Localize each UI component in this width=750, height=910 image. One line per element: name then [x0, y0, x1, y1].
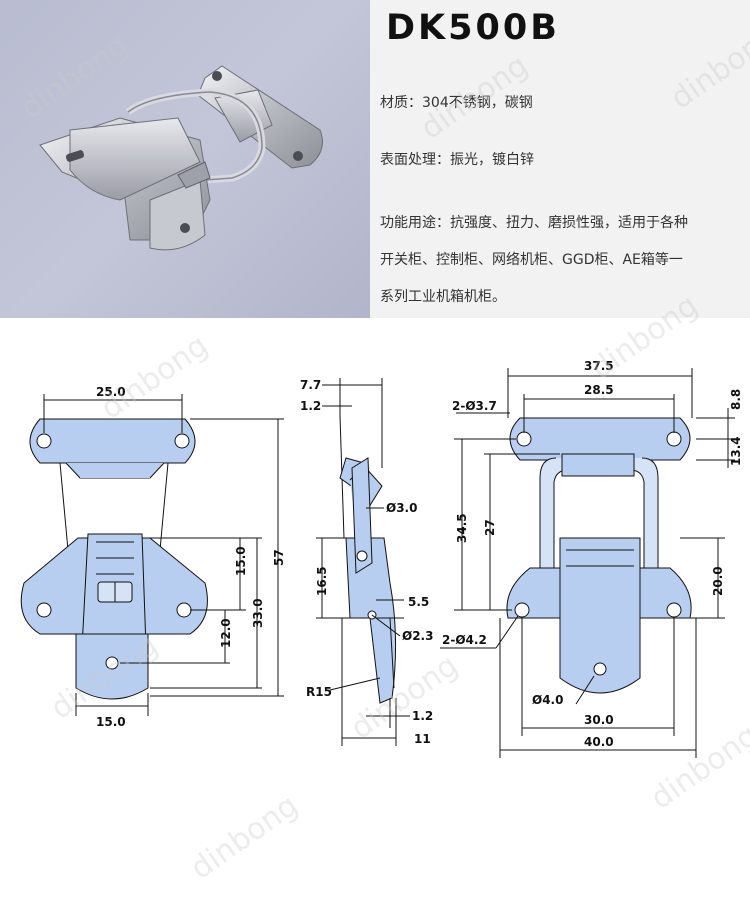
side-dim-radius: R15: [306, 685, 332, 699]
front-dim-bottom-width: 15.0: [96, 715, 126, 729]
side-dim-hole: Ø2.3: [402, 629, 433, 643]
front-dim-total-height: 57: [272, 549, 286, 566]
spec-usage-line1: 功能用途：抗强度、扭力、磨损性强，适用于各种: [380, 215, 688, 231]
side-view: [316, 378, 410, 746]
back-dim-span-345: 34.5: [455, 513, 469, 543]
back-view: [440, 368, 735, 758]
model-title: DK500B: [386, 8, 560, 48]
side-dim-thickness-bottom: 1.2: [412, 709, 433, 723]
back-dim-base-hole-dia: 2-Ø4.2: [442, 633, 487, 647]
spec-usage-line3: 系列工业机箱机柜。: [380, 289, 506, 305]
side-dim-height: 16.5: [315, 566, 329, 596]
back-dim-catch-width: 37.5: [584, 359, 614, 373]
product-photo: [0, 0, 370, 318]
side-dim-pin: Ø3.0: [386, 501, 417, 515]
spec-panel: DK500B 材质：304不锈钢，碳钢 表面处理：振光，镀白锌 功能用途：抗强度…: [370, 0, 750, 318]
side-dim-hole-offset: 5.5: [408, 595, 429, 609]
back-dim-base-h: 20.0: [711, 566, 725, 596]
front-dim-hole-to-hole: 12.0: [219, 618, 233, 648]
spec-material: 材质：304不锈钢，碳钢: [380, 95, 533, 111]
dimension-drawing: 25.0 15.0 12.0 33.0 57 15.0 7.7 1.2 Ø3.0…: [20, 359, 743, 758]
front-dim-hole-span: 15.0: [234, 546, 248, 576]
back-dim-lever-hole: Ø4.0: [532, 693, 563, 707]
spec-usage-line2: 开关柜、控制柜、网络机柜、GGD柜、AE箱等一: [380, 252, 683, 268]
technical-drawing: 25.0 15.0 12.0 33.0 57 15.0 7.7 1.2 Ø3.0…: [0, 318, 750, 906]
front-dim-width-top: 25.0: [96, 385, 126, 399]
back-dim-catch-h2: 13.4: [729, 436, 743, 466]
back-dim-catch-holes: 28.5: [584, 383, 614, 397]
back-dim-catch-hole-dia: 2-Ø3.7: [452, 399, 497, 413]
spec-surface: 表面处理：振光，镀白锌: [380, 152, 534, 168]
back-dim-base-holes: 30.0: [584, 713, 614, 727]
side-dim-top-offset: 7.7: [300, 378, 321, 392]
front-view: [20, 394, 284, 716]
side-dim-depth: 11: [414, 732, 431, 746]
back-dim-span-27: 27: [483, 519, 497, 536]
back-dim-catch-h1: 8.8: [729, 389, 743, 410]
front-dim-body-height: 33.0: [251, 598, 265, 628]
side-dim-thickness-top: 1.2: [300, 399, 321, 413]
latch-photo-illustration: [39, 65, 323, 251]
back-dim-base-width: 40.0: [584, 735, 614, 749]
